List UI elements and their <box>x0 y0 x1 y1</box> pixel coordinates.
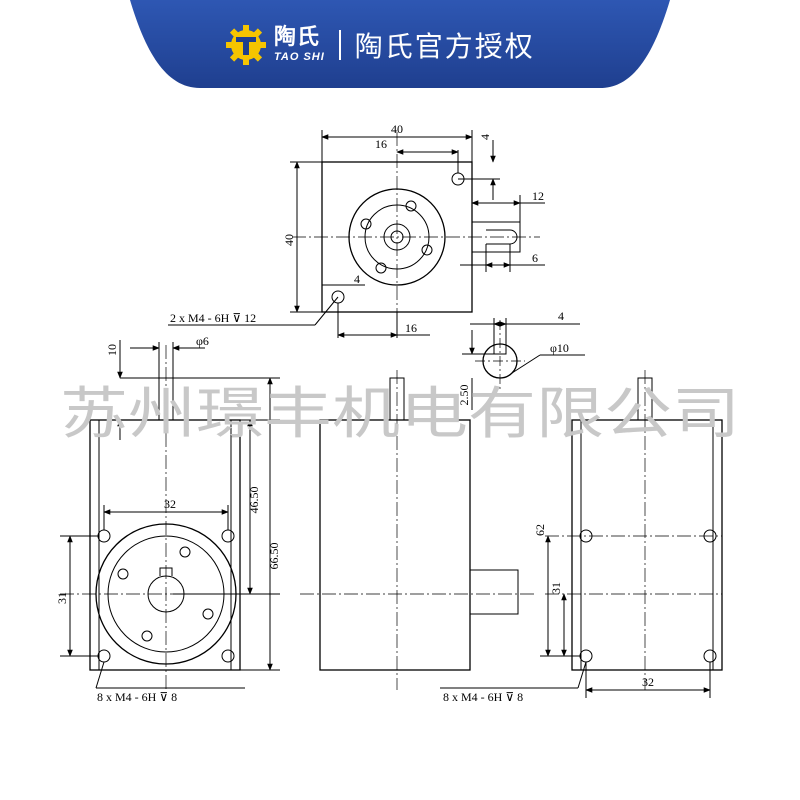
dim-key-width: 4 <box>558 309 564 323</box>
dim-top-width: 40 <box>391 122 403 136</box>
dim-left-h1: 46.50 <box>247 487 261 514</box>
dim-left-shaft-dia: φ6 <box>196 334 209 348</box>
watermark: 苏州璟丰机电有限公司 <box>60 382 740 447</box>
gear-logo-icon <box>226 25 266 65</box>
dim-key-depth: 2.50 <box>457 385 471 406</box>
dim-right-31: 31 <box>549 582 563 594</box>
side-view-middle <box>300 370 535 690</box>
top-view <box>168 130 545 338</box>
dim-left-h2: 66.50 <box>267 543 281 570</box>
dimension-labels: 40 16 4 40 12 6 4 16 2 x M4 - 6H ⊽ 12 4 … <box>55 122 654 704</box>
note-right-holes: 8 x M4 - 6H ⊽ 8 <box>443 690 523 704</box>
note-top-holes: 2 x M4 - 6H ⊽ 12 <box>170 311 256 325</box>
dim-top-shaft-len: 12 <box>532 189 544 203</box>
dim-top-right-small: 4 <box>478 134 492 140</box>
dim-left-shaft-len: 10 <box>105 344 119 356</box>
slogan: 陶氏官方授权 <box>354 30 535 63</box>
front-view-left <box>60 340 280 690</box>
dim-left-pcd: 32 <box>164 497 176 511</box>
separator <box>338 30 341 60</box>
dim-key-dia: φ10 <box>550 341 569 355</box>
dim-right-32: 32 <box>642 675 654 689</box>
back-view-right <box>440 370 723 698</box>
logo-cn: 陶氏 <box>274 25 321 50</box>
dim-top-shaft-width: 6 <box>532 251 538 265</box>
key-detail <box>462 318 585 410</box>
header-banner <box>130 0 670 88</box>
dim-top-bottom-16: 16 <box>405 321 417 335</box>
dim-top-height: 40 <box>282 234 296 246</box>
logo-en: TAO SHI <box>274 51 325 63</box>
dim-right-62: 62 <box>533 524 547 536</box>
note-left-holes: 8 x M4 - 6H ⊽ 8 <box>97 690 177 704</box>
dim-left-31: 31 <box>55 592 69 604</box>
logo-text: 陶氏 TAO SHI <box>274 27 325 63</box>
dim-top-hole-offset: 4 <box>354 272 360 286</box>
dim-top-offset: 16 <box>375 137 387 151</box>
brand-bar: 陶氏 TAO SHI 陶氏官方授权 <box>224 18 535 72</box>
